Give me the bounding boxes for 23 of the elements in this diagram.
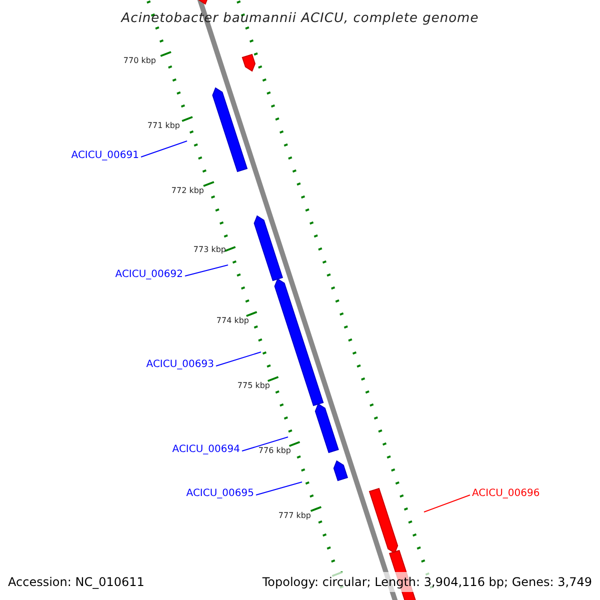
leader-line — [424, 494, 470, 512]
tick-label: 772 kbp — [171, 186, 204, 196]
tick-label: 775 kbp — [237, 381, 270, 391]
gene-label: ACICU_00694 — [172, 444, 240, 456]
tick-label: 771 kbp — [147, 121, 180, 131]
leader-line — [140, 140, 188, 158]
tick-label: 776 kbp — [258, 446, 291, 456]
tick-label: 777 kbp — [278, 511, 311, 521]
info-text: Accession: NC_010611 — [8, 574, 144, 591]
gene-label: ACICU_00695 — [186, 488, 254, 500]
tick-label: 774 kbp — [216, 316, 249, 326]
tick-label: 770 kbp — [123, 56, 156, 66]
leader-line — [242, 436, 288, 452]
tick-label: 773 kbp — [193, 245, 226, 255]
info-text: Topology: circular; Length: 3,904,116 bp; Genes: 3,749 — [262, 574, 592, 591]
gene-label: ACICU_00693 — [146, 359, 214, 371]
title: Acinetobacter baumannii ACICU, complete genome — [120, 10, 480, 28]
leader-line — [216, 352, 262, 366]
leader-line — [256, 482, 302, 496]
gene-label: ACICU_00696 — [472, 488, 540, 500]
gene-label: ACICU_00692 — [115, 269, 183, 281]
leader-line — [184, 264, 228, 276]
gene-label: ACICU_00691 — [71, 150, 139, 162]
